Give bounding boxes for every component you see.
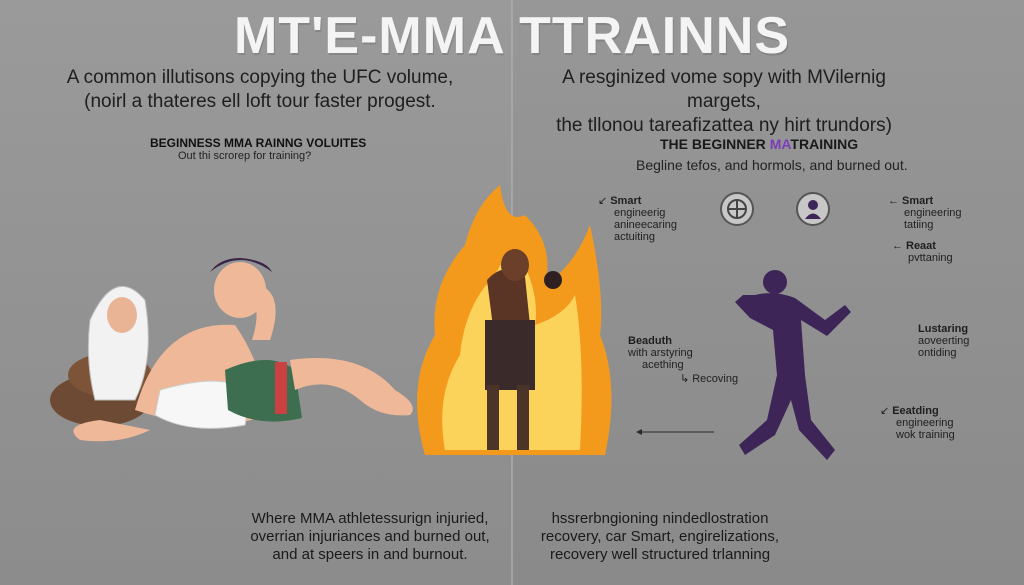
left-bottom-caption: Where MMA athletessurign injuried, overr… bbox=[220, 510, 520, 564]
right-caption-line-3: recovery well structured trlanning bbox=[549, 546, 771, 563]
arrow-line bbox=[636, 429, 714, 435]
fighter-silhouette bbox=[735, 270, 851, 460]
left-subtitle-line-1: A common illutisons copying the UFC volu… bbox=[66, 67, 454, 88]
left-section-subheader: Out thi scrorep for training? bbox=[178, 150, 312, 162]
label-line: aoveerting bbox=[918, 335, 970, 347]
label-recoving: ↳Recoving bbox=[680, 373, 738, 385]
right-subtitle: A resginized vome sopy with MVilernig ma… bbox=[524, 66, 924, 138]
label-line: anineecaring bbox=[614, 219, 677, 231]
label-smart-1: ↙Smart engineerig anineecaring actuiting bbox=[598, 195, 677, 243]
label-title: Beaduth bbox=[628, 335, 672, 347]
left-subtitle: A common illutisons copying the UFC volu… bbox=[60, 66, 460, 114]
left-caption-line-1: Where MMA athletessurign injuried, bbox=[251, 510, 489, 527]
label-line: actuiting bbox=[614, 231, 655, 243]
right-section-subheader: Begline tefos, and hormols, and burned o… bbox=[636, 157, 908, 173]
label-eeatding: ↙Eeatding engineering wok training bbox=[880, 405, 955, 441]
label-line: with arstyring bbox=[628, 347, 693, 359]
right-subtitle-line-2: the tllonou tareafizattea ny hirt trundo… bbox=[556, 115, 892, 136]
label-line: wok training bbox=[896, 429, 955, 441]
arrow-icon: ↙ bbox=[880, 405, 890, 417]
arrow-icon: ↙ bbox=[598, 195, 608, 207]
wheel-icon bbox=[720, 192, 754, 226]
label-title: Reaat bbox=[906, 240, 936, 252]
label-title: Eeatding bbox=[892, 405, 939, 417]
page-title: MT'E-MMA TTRAINNS bbox=[233, 7, 791, 65]
label-line: ontiding bbox=[918, 347, 957, 359]
label-line: engineering bbox=[904, 207, 962, 219]
label-smart-2: ←Smart engineering tatiing bbox=[888, 195, 962, 231]
label-title: Smart bbox=[902, 195, 934, 207]
left-caption-line-3: and at speers in and burnout. bbox=[272, 546, 468, 563]
exhausted-athlete-illustration bbox=[50, 258, 413, 442]
label-title: Smart bbox=[610, 195, 642, 207]
right-caption-line-2: recovery, car Smart, engirelizations, bbox=[540, 528, 780, 545]
arrow-icon: ← bbox=[888, 195, 899, 207]
label-line: tatiing bbox=[904, 219, 934, 231]
arrow-icon: ↳ bbox=[680, 373, 690, 385]
left-subtitle-line-2: (noirl a thateres ell loft tour faster p… bbox=[84, 91, 436, 112]
left-caption-line-2: overrian injuriances and burned out, bbox=[250, 528, 490, 545]
label-title: Lustaring bbox=[918, 323, 969, 335]
wheel-icon-graphic bbox=[727, 199, 747, 219]
right-caption-line-1: hssrerbngioning nindedlostration bbox=[551, 510, 769, 527]
label-beaduth: Beaduth with arstyring acething bbox=[628, 335, 693, 371]
left-section-header: BEGINNESS MMA RAINNG VOLUITES bbox=[150, 136, 367, 150]
label-line: engineering bbox=[896, 417, 954, 429]
label-line: engineerig bbox=[614, 207, 666, 219]
arrow-icon: ← bbox=[892, 240, 903, 252]
right-header-part-a: THE BEGINNER bbox=[660, 136, 770, 152]
right-header-accent: MA bbox=[769, 136, 791, 152]
right-bottom-caption: hssrerbngioning nindedlostration recover… bbox=[510, 510, 810, 564]
label-line: acething bbox=[642, 359, 684, 371]
label-line: Recoving bbox=[692, 373, 739, 385]
person-icon bbox=[796, 192, 830, 226]
person-icon-graphic bbox=[805, 200, 821, 219]
label-reaat: ←Reaat pvttaning bbox=[892, 240, 953, 264]
label-lustaring: Lustaring aoveerting ontiding bbox=[918, 323, 969, 359]
right-header-part-b: TRAINING bbox=[790, 136, 859, 152]
label-line: pvttaning bbox=[908, 252, 953, 264]
right-section-header: THE BEGINNER MATRAINING bbox=[660, 136, 858, 152]
burnout-fire-illustration bbox=[417, 185, 612, 455]
right-subtitle-line-1: A resginized vome sopy with MVilernig ma… bbox=[562, 67, 886, 112]
